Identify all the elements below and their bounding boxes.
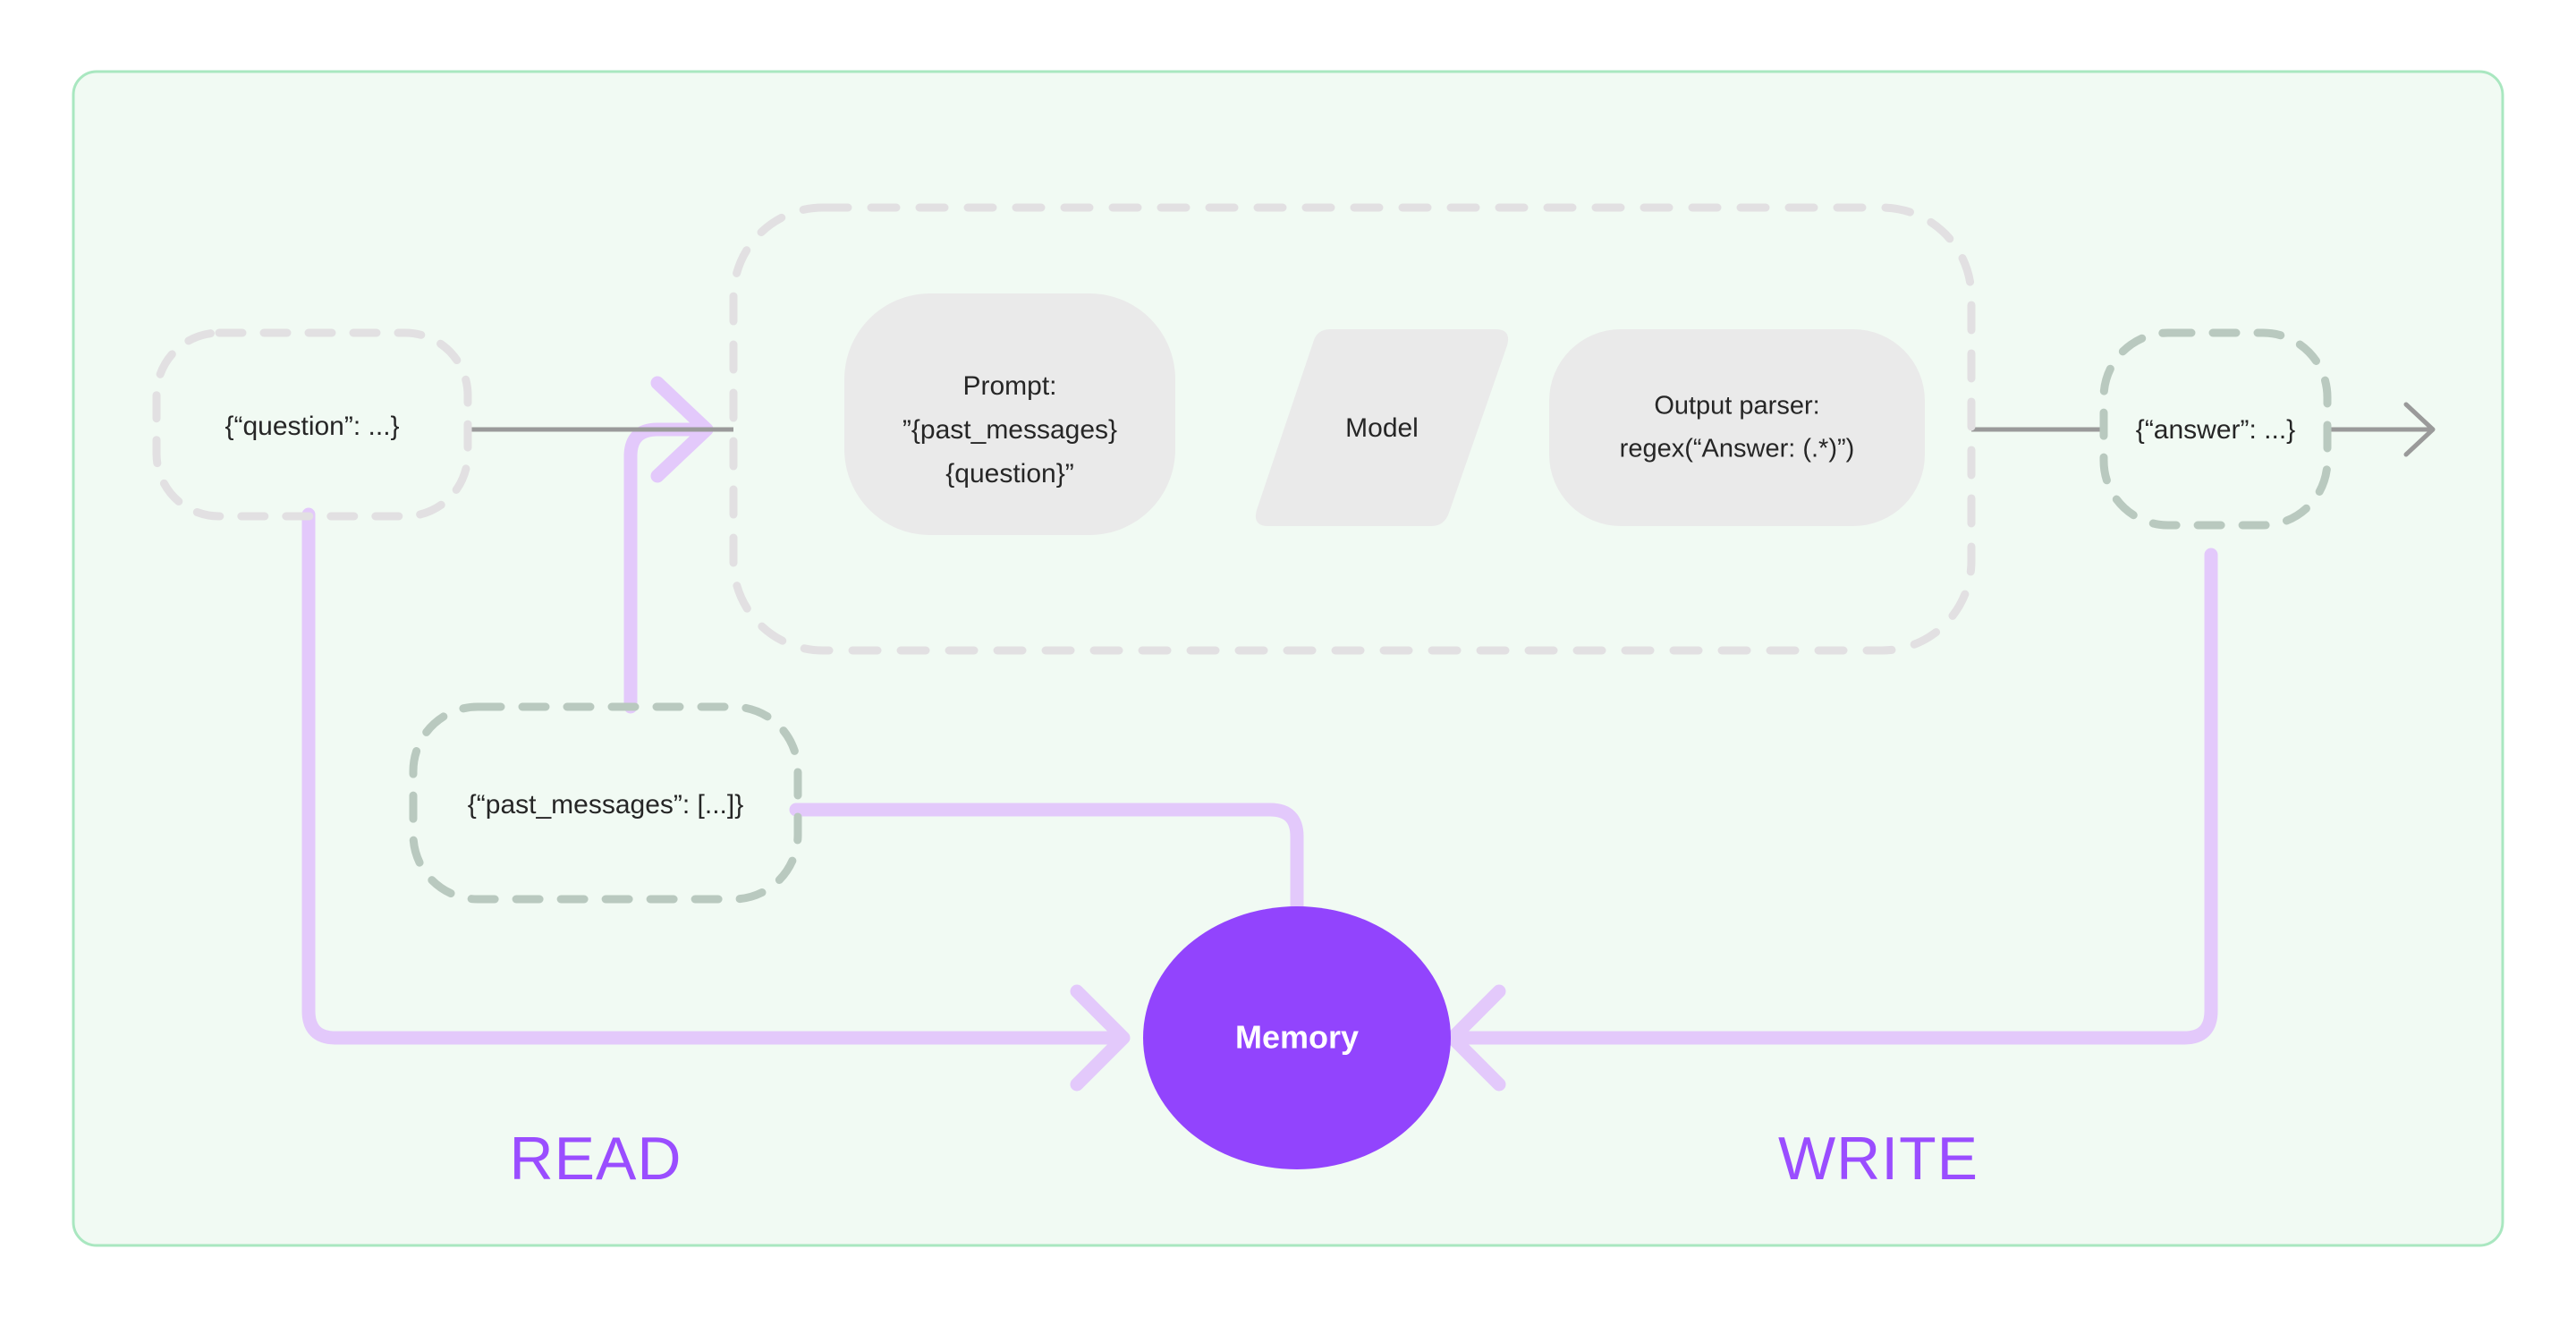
node-model-label: Model — [1345, 413, 1419, 443]
node-answer[interactable]: {“answer”: ...} — [2099, 328, 2332, 530]
node-question-label: {“question”: ...} — [225, 412, 399, 441]
node-memory-label: Memory — [1235, 1019, 1359, 1056]
node-answer-label: {“answer”: ...} — [2136, 415, 2295, 445]
arrowhead-answer-output-icon — [2403, 402, 2436, 457]
node-prompt-shape — [844, 293, 1175, 535]
chain-boundary — [729, 203, 1976, 655]
node-output-parser-shape — [1549, 329, 1925, 526]
memory-flow-paths — [301, 422, 2218, 1045]
node-prompt-label-line1: Prompt: — [962, 371, 1056, 401]
node-model-shape — [1255, 329, 1509, 526]
node-model[interactable]: Model — [1255, 329, 1509, 526]
node-output-parser-label-line1: Output parser: — [1654, 392, 1819, 421]
arrowhead-read-into-memory-icon — [1070, 984, 1131, 1092]
node-past-messages-shape — [409, 702, 802, 904]
edge-answer-to-memory — [1446, 548, 2218, 1045]
node-output-parser[interactable]: Output parser: regex(“Answer: (.*)”) — [1549, 329, 1925, 526]
write-label: WRITE — [1778, 1125, 1979, 1193]
edge-past-messages-to-memory — [789, 803, 1304, 920]
node-output-parser-label-line2: regex(“Answer: (.*)”) — [1620, 435, 1855, 463]
node-prompt-label-line3: {question}” — [945, 459, 1073, 489]
node-prompt-label-line2: ”{past_messages} — [902, 415, 1117, 445]
node-past-messages[interactable]: {“past_messages”: [...]} — [409, 702, 802, 904]
node-answer-shape — [2099, 328, 2332, 530]
node-past-messages-label: {“past_messages”: [...]} — [468, 790, 743, 820]
read-label: READ — [510, 1125, 682, 1193]
edge-question-to-memory — [301, 507, 1130, 1045]
node-memory[interactable]: Memory — [1143, 906, 1451, 1169]
node-question[interactable]: {“question”: ...} — [152, 328, 472, 521]
node-question-shape — [152, 328, 472, 521]
node-memory-shape — [1143, 906, 1451, 1169]
arrowhead-write-into-memory-icon — [1445, 984, 1506, 1092]
node-prompt[interactable]: Prompt: ”{past_messages} {question}” — [844, 293, 1175, 535]
